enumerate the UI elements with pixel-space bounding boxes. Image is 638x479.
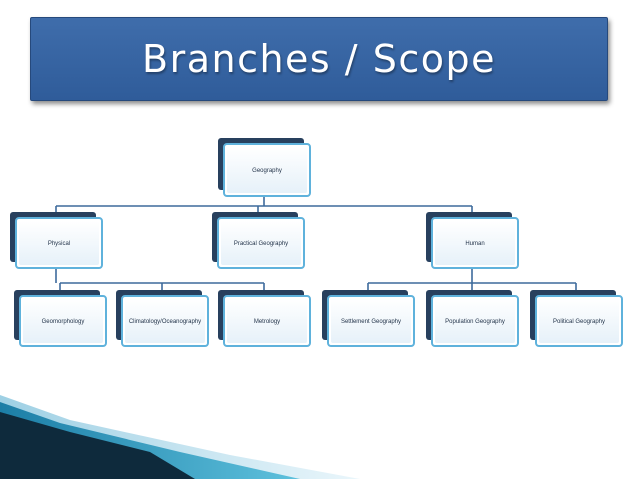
node-geography-label: Geography	[252, 168, 282, 174]
connector-lines	[55, 196, 577, 290]
node-practical-geography-label: Practical Geography	[234, 241, 288, 247]
node-metrology: Metrology	[218, 290, 311, 347]
node-metrology-label: Metrology	[254, 319, 280, 325]
node-settlement-geography-label: Settlement Geography	[341, 319, 401, 325]
node-political-geography: Political Geography	[530, 290, 623, 347]
title-banner: Branches / Scope	[30, 17, 608, 101]
node-physical: Physical	[10, 212, 103, 269]
node-climatology-oceanography: Climatology/Oceanography	[116, 290, 209, 347]
node-population-geography-label: Population Geography	[445, 319, 505, 325]
node-settlement-geography: Settlement Geography	[322, 290, 415, 347]
node-human-label: Human	[465, 241, 484, 247]
node-climatology-oceanography-label: Climatology/Oceanography	[129, 319, 201, 325]
node-geomorphology-label: Geomorphology	[42, 319, 85, 325]
node-human: Human	[426, 212, 519, 269]
node-political-geography-label: Political Geography	[553, 319, 605, 325]
page-title: Branches / Scope	[142, 37, 496, 81]
node-physical-label: Physical	[48, 241, 70, 247]
node-population-geography: Population Geography	[426, 290, 519, 347]
node-geomorphology: Geomorphology	[14, 290, 107, 347]
node-practical-geography: Practical Geography	[212, 212, 305, 269]
node-geography: Geography	[218, 138, 311, 197]
decorative-corner-swoosh	[0, 395, 360, 479]
